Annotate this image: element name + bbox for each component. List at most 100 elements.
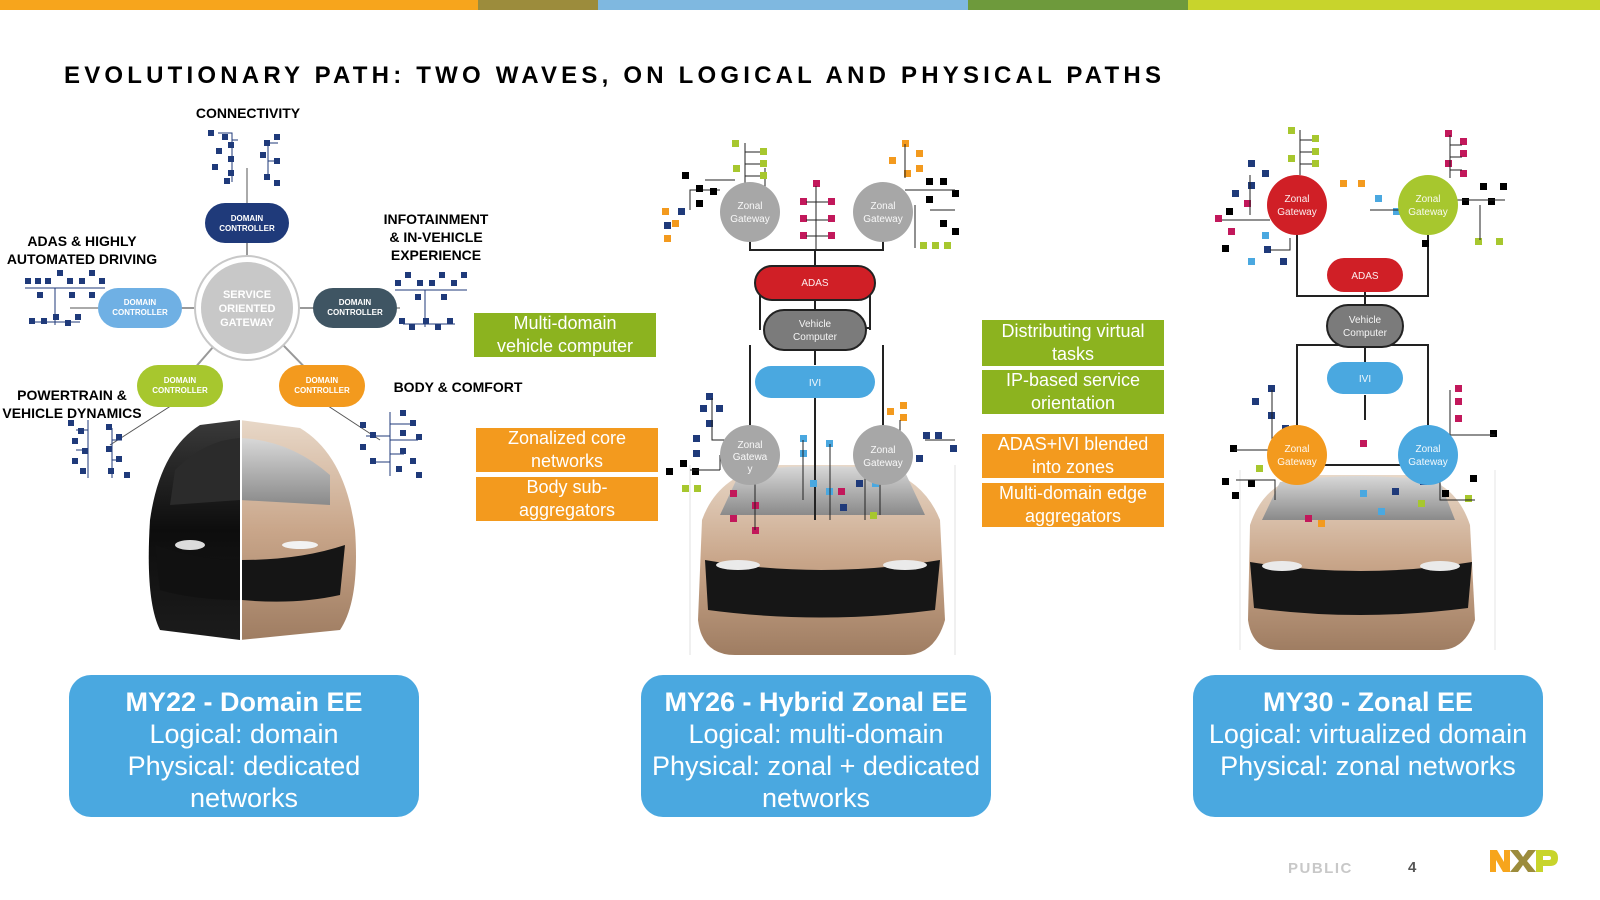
bar-segment-3	[598, 0, 968, 10]
card-my30-line-1: Logical: virtualized domain	[1208, 719, 1528, 749]
svg-text:ADAS: ADAS	[801, 278, 829, 289]
label-powertrain-2: VEHICLE DYNAMICS	[2, 405, 141, 421]
domain-controller-adas: DOMAIN CONTROLLER	[98, 288, 182, 328]
svg-text:Computer: Computer	[793, 332, 838, 343]
bar-segment-1	[0, 0, 478, 10]
card-my26-line-2: Physical: zonal + dedicated	[652, 751, 980, 781]
svg-text:IVI: IVI	[809, 378, 821, 389]
label-infotainment-1: INFOTAINMENT	[384, 211, 489, 227]
tag-zonalized-line-1: Zonalized core	[507, 428, 627, 448]
tag-multi-domain-line-1: Multi-domain	[513, 313, 617, 333]
svg-text:Gateway: Gateway	[863, 458, 902, 469]
car-hybrid-image	[689, 465, 956, 655]
hybrid-zonal-gateway-top-right: Zonal Gateway	[853, 182, 913, 242]
label-body: BODY & COMFORT	[394, 379, 523, 395]
svg-text:Zonal: Zonal	[870, 445, 895, 456]
svg-text:CONTROLLER: CONTROLLER	[294, 386, 350, 395]
card-my26-title: MY26 - Hybrid Zonal EE	[664, 687, 968, 717]
svg-text:CONTROLLER: CONTROLLER	[112, 308, 168, 317]
bar-segment-5	[1188, 0, 1600, 10]
svg-text:Zonal: Zonal	[1284, 444, 1309, 455]
bar-segment-4	[968, 0, 1188, 10]
svg-text:CONTROLLER: CONTROLLER	[327, 308, 383, 317]
card-my30-title: MY30 - Zonal EE	[1262, 687, 1474, 717]
svg-text:y: y	[748, 464, 753, 475]
domain-controller-connectivity: DOMAIN CONTROLLER	[205, 203, 289, 243]
svg-text:IVI: IVI	[1359, 374, 1371, 385]
bar-segment-2	[478, 0, 598, 10]
card-my22-line-3: networks	[189, 783, 299, 813]
hybrid-ivi-node: IVI	[755, 366, 875, 398]
svg-text:DOMAIN: DOMAIN	[164, 376, 197, 385]
car-zonal-image	[1239, 470, 1496, 650]
svg-text:DOMAIN: DOMAIN	[339, 298, 372, 307]
domain-controller-body: DOMAIN CONTROLLER	[279, 365, 365, 407]
tag-adas-ivi-line-2: into zones	[1031, 457, 1115, 477]
service-oriented-gateway: SERVICE ORIENTED GATEWAY	[194, 255, 300, 361]
svg-text:SERVICE: SERVICE	[223, 289, 271, 301]
hybrid-zonal-gateway-top-left: Zonal Gateway	[720, 182, 780, 242]
tag-zonalized-line-2: networks	[530, 451, 603, 471]
svg-text:Vehicle: Vehicle	[799, 319, 832, 330]
tag-ip-line-1: IP-based service	[1005, 370, 1141, 390]
svg-text:CONTROLLER: CONTROLLER	[152, 386, 208, 395]
nxp-logo	[1490, 850, 1558, 872]
card-my22-line-1: Logical: domain	[149, 719, 339, 749]
hybrid-adas-node: ADAS	[754, 265, 876, 301]
tag-body-line-1: Body sub-	[526, 477, 608, 497]
network-node-clusters	[25, 130, 467, 478]
svg-text:Zonal: Zonal	[1284, 194, 1309, 205]
svg-text:Gateway: Gateway	[863, 214, 902, 225]
svg-text:ORIENTED: ORIENTED	[219, 303, 276, 315]
svg-text:Zonal: Zonal	[737, 440, 762, 451]
top-color-bar	[0, 0, 1600, 10]
svg-text:DOMAIN: DOMAIN	[231, 214, 264, 223]
svg-text:Gateway: Gateway	[1277, 457, 1316, 468]
zonal-vehicle-computer-node: Vehicle Computer	[1326, 304, 1404, 348]
svg-text:Gatewa: Gatewa	[733, 452, 768, 463]
car-domain-image	[148, 420, 356, 640]
tag-adas-ivi-blended: ADAS+IVI blended into zones	[982, 434, 1164, 478]
zonal-gateway-red: Zonal Gateway	[1267, 175, 1327, 235]
hybrid-zonal-gateway-bottom-left: Zonal Gatewa y	[720, 425, 780, 485]
card-my22-line-2: Physical: dedicated	[127, 751, 361, 781]
label-connectivity: CONNECTIVITY	[196, 105, 301, 121]
svg-text:DOMAIN: DOMAIN	[306, 376, 339, 385]
svg-text:Gateway: Gateway	[1408, 207, 1447, 218]
svg-text:Zonal: Zonal	[1415, 444, 1440, 455]
label-adas-1: ADAS & HIGHLY	[27, 233, 137, 249]
card-my26-line-1: Logical: multi-domain	[688, 719, 944, 749]
svg-text:Gateway: Gateway	[1408, 457, 1447, 468]
label-infotainment-3: EXPERIENCE	[391, 247, 481, 263]
zonal-adas-node: ADAS	[1327, 258, 1403, 292]
zonal-gateway-blue: Zonal Gateway	[1398, 425, 1458, 485]
tag-zonalized-core: Zonalized core networks	[476, 428, 658, 472]
tag-edge-line-2: aggregators	[1024, 506, 1122, 526]
zonal-ivi-node: IVI	[1327, 362, 1403, 394]
label-powertrain-1: POWERTRAIN &	[17, 387, 127, 403]
tag-adas-ivi-line-1: ADAS+IVI blended	[997, 434, 1149, 454]
svg-text:DOMAIN: DOMAIN	[124, 298, 157, 307]
footer-page-number: 4	[1408, 859, 1417, 876]
domain-controller-infotainment: DOMAIN CONTROLLER	[313, 288, 397, 328]
card-my30-line-2: Physical: zonal networks	[1220, 751, 1516, 781]
label-adas-2: AUTOMATED DRIVING	[7, 251, 157, 267]
card-my22-title: MY22 - Domain EE	[125, 687, 363, 717]
card-my26-line-3: networks	[761, 783, 871, 813]
domain-architecture: DOMAIN CONTROLLER DOMAIN CONTROLLER DOMA…	[2, 105, 523, 640]
card-my26-hybrid-zonal: MY26 - Hybrid Zonal EE Logical: multi-do…	[641, 675, 991, 817]
svg-text:Gateway: Gateway	[730, 214, 769, 225]
svg-text:Computer: Computer	[1343, 328, 1388, 339]
hybrid-zonal-gateway-bottom-right: Zonal Gateway	[853, 425, 913, 485]
zonal-architecture: Zonal Gateway Zonal Gateway Zonal Gatewa…	[1215, 127, 1507, 650]
zonal-gateway-orange: Zonal Gateway	[1267, 425, 1327, 485]
tag-multi-domain-computer: Multi-domain vehicle computer	[474, 313, 656, 357]
tag-ip-line-2: orientation	[1030, 393, 1116, 413]
tag-multi-domain-line-2: vehicle computer	[496, 336, 634, 356]
svg-text:Zonal: Zonal	[870, 201, 895, 212]
label-infotainment-2: & IN-VEHICLE	[389, 229, 482, 245]
svg-text:Zonal: Zonal	[737, 201, 762, 212]
